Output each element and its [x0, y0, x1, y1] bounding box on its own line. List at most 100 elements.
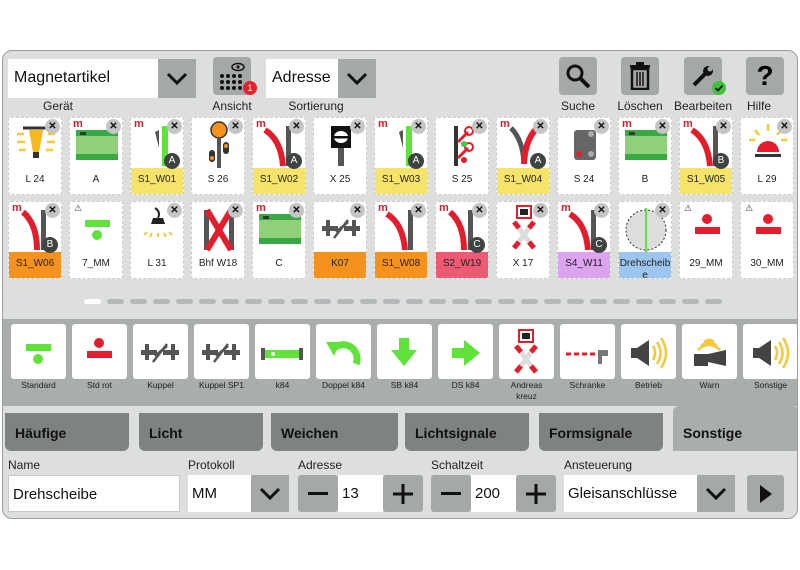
page-dot[interactable] [337, 299, 354, 304]
page-dot[interactable] [521, 299, 538, 304]
article-tile[interactable]: ✕L 29 [740, 117, 794, 195]
palette-icon-button[interactable] [72, 324, 127, 379]
palette-icon-button[interactable] [255, 324, 310, 379]
article-tile[interactable]: ✕X 25 [313, 117, 367, 195]
tab-licht[interactable]: Licht [139, 413, 263, 451]
protocol-dropdown-button[interactable] [251, 475, 289, 512]
article-tile[interactable]: ✕S 25 [435, 117, 489, 195]
tab-lichtsignale[interactable]: Lichtsignale [405, 413, 529, 451]
page-dot[interactable] [107, 299, 124, 304]
close-icon[interactable]: ✕ [411, 203, 426, 218]
palette-icon-button[interactable] [621, 324, 676, 379]
help-button[interactable]: ? [746, 57, 784, 95]
page-dot[interactable] [544, 299, 561, 304]
article-tile[interactable]: ✕L 24 [8, 117, 62, 195]
close-icon[interactable]: ✕ [45, 203, 60, 218]
search-button[interactable] [559, 57, 597, 95]
article-tile[interactable]: ⚠30_MM [740, 201, 794, 279]
page-dot[interactable] [199, 299, 216, 304]
page-dot[interactable] [636, 299, 653, 304]
control-select[interactable]: Gleisanschlüsse [564, 475, 698, 512]
switch-time-input[interactable]: 200 [471, 475, 516, 512]
palette-icon-button[interactable] [133, 324, 188, 379]
switch-time-increment-button[interactable] [516, 475, 556, 512]
page-dot[interactable] [84, 299, 101, 304]
page-dot[interactable] [682, 299, 699, 304]
article-tile[interactable]: m✕S1_W08 [374, 201, 428, 279]
article-tile[interactable]: m✕C [252, 201, 306, 279]
page-dot[interactable] [567, 299, 584, 304]
close-icon[interactable]: ✕ [716, 119, 731, 134]
article-tile[interactable]: ✕Bhf W18 [191, 201, 245, 279]
page-dot[interactable] [406, 299, 423, 304]
close-icon[interactable]: ✕ [533, 203, 548, 218]
page-dot[interactable] [130, 299, 147, 304]
next-button[interactable] [747, 475, 784, 512]
chevron-down-icon[interactable] [158, 59, 196, 98]
article-tile[interactable]: ✕K07 [313, 201, 367, 279]
switch-time-decrement-button[interactable] [431, 475, 471, 512]
palette-icon-button[interactable] [194, 324, 249, 379]
page-dot[interactable] [590, 299, 607, 304]
page-dot[interactable] [176, 299, 193, 304]
page-dot[interactable] [383, 299, 400, 304]
close-icon[interactable]: ✕ [106, 119, 121, 134]
address-increment-button[interactable] [383, 475, 423, 512]
close-icon[interactable]: ✕ [655, 119, 670, 134]
palette-icon-button[interactable] [682, 324, 737, 379]
view-button[interactable]: 1 [213, 57, 257, 95]
tab-häufige[interactable]: Häufige [5, 413, 129, 451]
article-tile[interactable]: m✕A [69, 117, 123, 195]
page-dot[interactable] [475, 299, 492, 304]
page-dot[interactable] [705, 299, 722, 304]
page-dot[interactable] [153, 299, 170, 304]
article-tile[interactable]: ✕X 17 [496, 201, 550, 279]
tab-formsignale[interactable]: Formsignale [539, 413, 663, 451]
close-icon[interactable]: ✕ [350, 119, 365, 134]
palette-icon-button[interactable] [377, 324, 432, 379]
close-icon[interactable]: ✕ [411, 119, 426, 134]
close-icon[interactable]: ✕ [167, 203, 182, 218]
close-icon[interactable]: ✕ [350, 203, 365, 218]
close-icon[interactable]: ✕ [167, 119, 182, 134]
control-dropdown-button[interactable] [697, 475, 735, 512]
tab-weichen[interactable]: Weichen [271, 413, 398, 451]
close-icon[interactable]: ✕ [655, 203, 670, 218]
page-dot[interactable] [222, 299, 239, 304]
page-dot[interactable] [360, 299, 377, 304]
close-icon[interactable]: ✕ [533, 119, 548, 134]
article-tile[interactable]: ⚠7_MM [69, 201, 123, 279]
close-icon[interactable]: ✕ [289, 119, 304, 134]
page-dot[interactable] [429, 299, 446, 304]
article-tile[interactable]: ✕S 26 [191, 117, 245, 195]
page-dot[interactable] [314, 299, 331, 304]
close-icon[interactable]: ✕ [289, 203, 304, 218]
sort-select[interactable]: Adresse [266, 59, 376, 98]
page-dot[interactable] [268, 299, 285, 304]
article-tile[interactable]: ✕L 31 [130, 201, 184, 279]
edit-button[interactable] [684, 57, 726, 95]
protocol-select[interactable]: MM [188, 475, 252, 512]
address-decrement-button[interactable] [298, 475, 338, 512]
page-dot[interactable] [452, 299, 469, 304]
page-dot[interactable] [245, 299, 262, 304]
name-input[interactable]: Drehscheibe [8, 475, 180, 512]
page-dot[interactable] [498, 299, 515, 304]
palette-icon-button[interactable] [438, 324, 493, 379]
close-icon[interactable]: ✕ [45, 119, 60, 134]
tab-sonstige[interactable]: Sonstige [673, 406, 797, 451]
device-select[interactable]: Magnetartikel [8, 59, 196, 98]
page-dot[interactable] [291, 299, 308, 304]
article-tile[interactable]: m✕B [618, 117, 672, 195]
page-dot[interactable] [659, 299, 676, 304]
chevron-down-icon[interactable] [338, 59, 376, 98]
address-input[interactable]: 13 [338, 475, 383, 512]
article-tile[interactable]: ⚠29_MM [679, 201, 733, 279]
palette-icon-button[interactable] [743, 324, 797, 379]
